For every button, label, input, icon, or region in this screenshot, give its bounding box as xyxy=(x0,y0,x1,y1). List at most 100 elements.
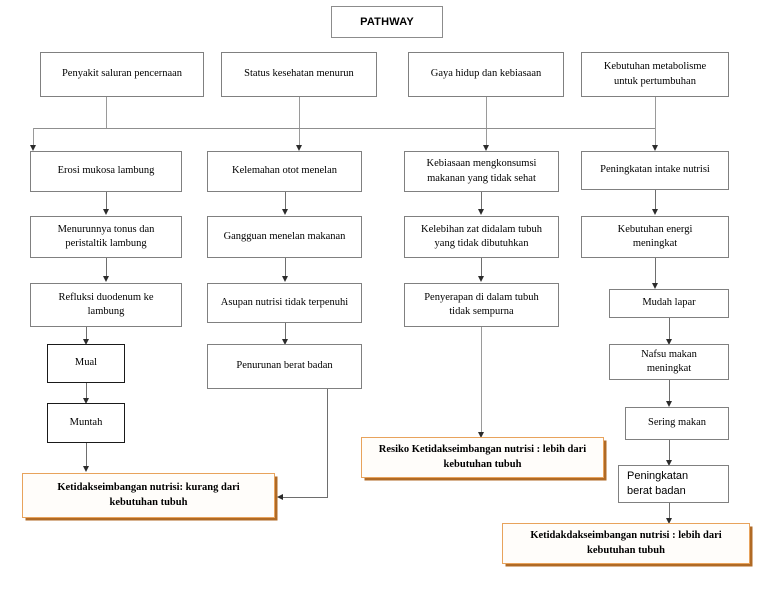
node-label: Status kesehatan menurun xyxy=(244,68,354,80)
connector-r3c2-r4c2 xyxy=(285,258,286,277)
node-label: Gaya hidup dan kebiasaan xyxy=(430,68,542,80)
outcome-label: Resiko Ketidakseimbangan nutrisi : lebih… xyxy=(378,444,587,470)
connector-mual-muntah xyxy=(86,383,87,400)
connector-penyerapan-to-resiko xyxy=(481,327,482,435)
outcome-label: Ketidakseimbangan nutrisi: kurang dari k… xyxy=(57,482,240,508)
arrowhead-into-nafsu-makan xyxy=(665,339,672,345)
arrowhead-into-outcome-left xyxy=(82,466,89,472)
arrowhead-into-peningkatan-intake xyxy=(651,145,658,151)
connector-horizontal-bus xyxy=(33,128,655,129)
outcome-ketidakseimbangan-kurang: Ketidakseimbangan nutrisi: kurang dari k… xyxy=(22,473,275,518)
connector-sering-makan-peningkatan xyxy=(669,440,670,462)
arrowhead-into-muntah xyxy=(82,398,89,404)
node-nafsu-makan-meningkat: Nafsu makan meningkat xyxy=(609,344,729,380)
connector-r3c1-r4c1 xyxy=(106,258,107,277)
connector-penurunan-vertical xyxy=(327,389,328,497)
arrowhead-into-asupan-nutrisi xyxy=(281,276,288,282)
node-penyerapan-di-dalam-tubuh: Penyerapan di dalam tubuh tidak sempurna xyxy=(404,283,559,327)
node-label: Mual xyxy=(74,357,98,369)
arrowhead-into-penyerapan-tubuh xyxy=(477,276,484,282)
connector-penurunan-horizontal xyxy=(283,497,328,498)
node-penyakit-saluran-pencernaan: Penyakit saluran pencernaan xyxy=(40,52,204,97)
connector-mudah-lapar-nafsu-makan xyxy=(669,318,670,341)
node-muntah: Muntah xyxy=(47,403,125,443)
node-label: Kebutuhan energi meningkat xyxy=(617,223,693,249)
arrowhead-into-refluksi-duodenum xyxy=(102,276,109,282)
arrowhead-into-sering-makan xyxy=(665,401,672,407)
connector-bus-drop-left xyxy=(33,128,34,147)
arrowhead-into-kelemahan-otot xyxy=(295,145,302,151)
node-label: Sering makan xyxy=(647,417,707,429)
node-label: Kebutuhan metabolisme untuk pertumbuhan xyxy=(603,61,707,87)
node-mudah-lapar: Mudah lapar xyxy=(609,289,729,318)
node-penurunan-berat-badan: Penurunan berat badan xyxy=(207,344,362,389)
diagram-title-box: PATHWAY xyxy=(331,6,443,38)
node-label: Mudah lapar xyxy=(642,297,696,309)
arrowhead-into-mudah-lapar xyxy=(651,283,658,289)
arrowhead-into-outcome-left-side xyxy=(277,493,283,500)
connector-r1c2-stem xyxy=(299,97,300,147)
node-sering-makan: Sering makan xyxy=(625,407,729,440)
node-label: Kelemahan otot menelan xyxy=(232,165,337,177)
connector-peningkatan-outcome-bottom xyxy=(669,503,670,521)
node-erosi-mukosa-lambung: Erosi mukosa lambung xyxy=(30,151,182,192)
node-label: Kelebihan zat didalam tubuh yang tidak d… xyxy=(420,223,542,249)
diagram-title-text: PATHWAY xyxy=(360,15,414,28)
node-mual: Mual xyxy=(47,344,125,383)
node-label: Penyakit saluran pencernaan xyxy=(61,68,183,80)
node-peningkatan-intake-nutrisi: Peningkatan intake nutrisi xyxy=(581,151,729,190)
node-kebutuhan-metabolisme: Kebutuhan metabolisme untuk pertumbuhan xyxy=(581,52,729,97)
node-label: Erosi mukosa lambung xyxy=(57,165,155,177)
outcome-resiko-ketidakseimbangan-lebih: Resiko Ketidakseimbangan nutrisi : lebih… xyxy=(361,437,604,478)
connector-r1c4-stem xyxy=(655,97,656,128)
connector-muntah-outcome-left xyxy=(86,443,87,468)
connector-r1c1-stem xyxy=(106,97,107,128)
connector-r1c3-stem xyxy=(486,97,487,147)
node-label: Refluksi duodenum ke lambung xyxy=(58,291,154,317)
node-label: Penurunan berat badan xyxy=(236,360,333,372)
connector-bus-drop-right xyxy=(655,128,656,147)
connector-r2c2-r3c2 xyxy=(285,192,286,211)
arrowhead-into-kebiasaan-mengkonsumsi xyxy=(482,145,489,151)
node-label: Muntah xyxy=(69,416,103,428)
connector-r2c4-r3c4 xyxy=(655,190,656,211)
node-status-kesehatan-menurun: Status kesehatan menurun xyxy=(221,52,377,97)
arrowhead-into-menurunnya-tonus xyxy=(102,209,109,215)
node-kebiasaan-mengkonsumsi-makanan: Kebiasaan mengkonsumsi makanan yang tida… xyxy=(404,151,559,192)
node-label: Kebiasaan mengkonsumsi makanan yang tida… xyxy=(426,158,537,184)
node-label: Asupan nutrisi tidak terpenuhi xyxy=(220,296,349,308)
node-gaya-hidup-dan-kebiasaan: Gaya hidup dan kebiasaan xyxy=(408,52,564,97)
node-label: Peningkatan intake nutrisi xyxy=(600,164,710,176)
node-menurunnya-tonus-peristaltik: Menurunnya tonus dan peristaltik lambung xyxy=(30,216,182,258)
arrowhead-into-kelebihan-zat xyxy=(477,209,484,215)
node-label: Gangguan menelan makanan xyxy=(223,230,346,242)
arrowhead-into-penurunan-berat-badan xyxy=(281,339,288,345)
arrowhead-into-peningkatan-berat-badan xyxy=(665,460,672,466)
connector-r4c1-mual xyxy=(86,327,87,341)
arrowhead-into-kebutuhan-energi xyxy=(651,209,658,215)
node-label: Menurunnya tonus dan peristaltik lambung xyxy=(57,223,155,249)
node-asupan-nutrisi-tidak-terpenuhi: Asupan nutrisi tidak terpenuhi xyxy=(207,283,362,323)
node-kelemahan-otot-menelan: Kelemahan otot menelan xyxy=(207,151,362,192)
connector-r3c3-r4c3 xyxy=(481,258,482,277)
connector-r3c4-r4c4 xyxy=(655,258,656,285)
outcome-ketidakdakseimbangan-lebih: Ketidakdakseimbangan nutrisi : lebih dar… xyxy=(502,523,750,564)
node-kelebihan-zat-didalam-tubuh: Kelebihan zat didalam tubuh yang tidak d… xyxy=(404,216,559,258)
arrowhead-into-resiko-outcome xyxy=(477,432,484,438)
node-label: Peningkatan berat badan xyxy=(627,470,689,497)
outcome-label: Ketidakdakseimbangan nutrisi : lebih dar… xyxy=(530,530,722,556)
node-label: Nafsu makan meningkat xyxy=(641,348,697,374)
arrowhead-into-gangguan-menelan xyxy=(281,209,288,215)
node-kebutuhan-energi-meningkat: Kebutuhan energi meningkat xyxy=(581,216,729,258)
arrowhead-into-mual xyxy=(82,339,89,345)
arrowhead-into-erosi-mukosa xyxy=(29,145,36,151)
connector-r2c3-r3c3 xyxy=(481,192,482,211)
arrowhead-into-outcome-bottom xyxy=(665,518,672,524)
connector-r4c2-penurunan-berat xyxy=(285,323,286,341)
node-label: Penyerapan di dalam tubuh tidak sempurna xyxy=(424,291,539,317)
node-gangguan-menelan-makanan: Gangguan menelan makanan xyxy=(207,216,362,258)
node-peningkatan-berat-badan: Peningkatan berat badan xyxy=(618,465,729,503)
connector-nafsu-sering-makan xyxy=(669,380,670,403)
node-refluksi-duodenum-ke-lambung: Refluksi duodenum ke lambung xyxy=(30,283,182,327)
